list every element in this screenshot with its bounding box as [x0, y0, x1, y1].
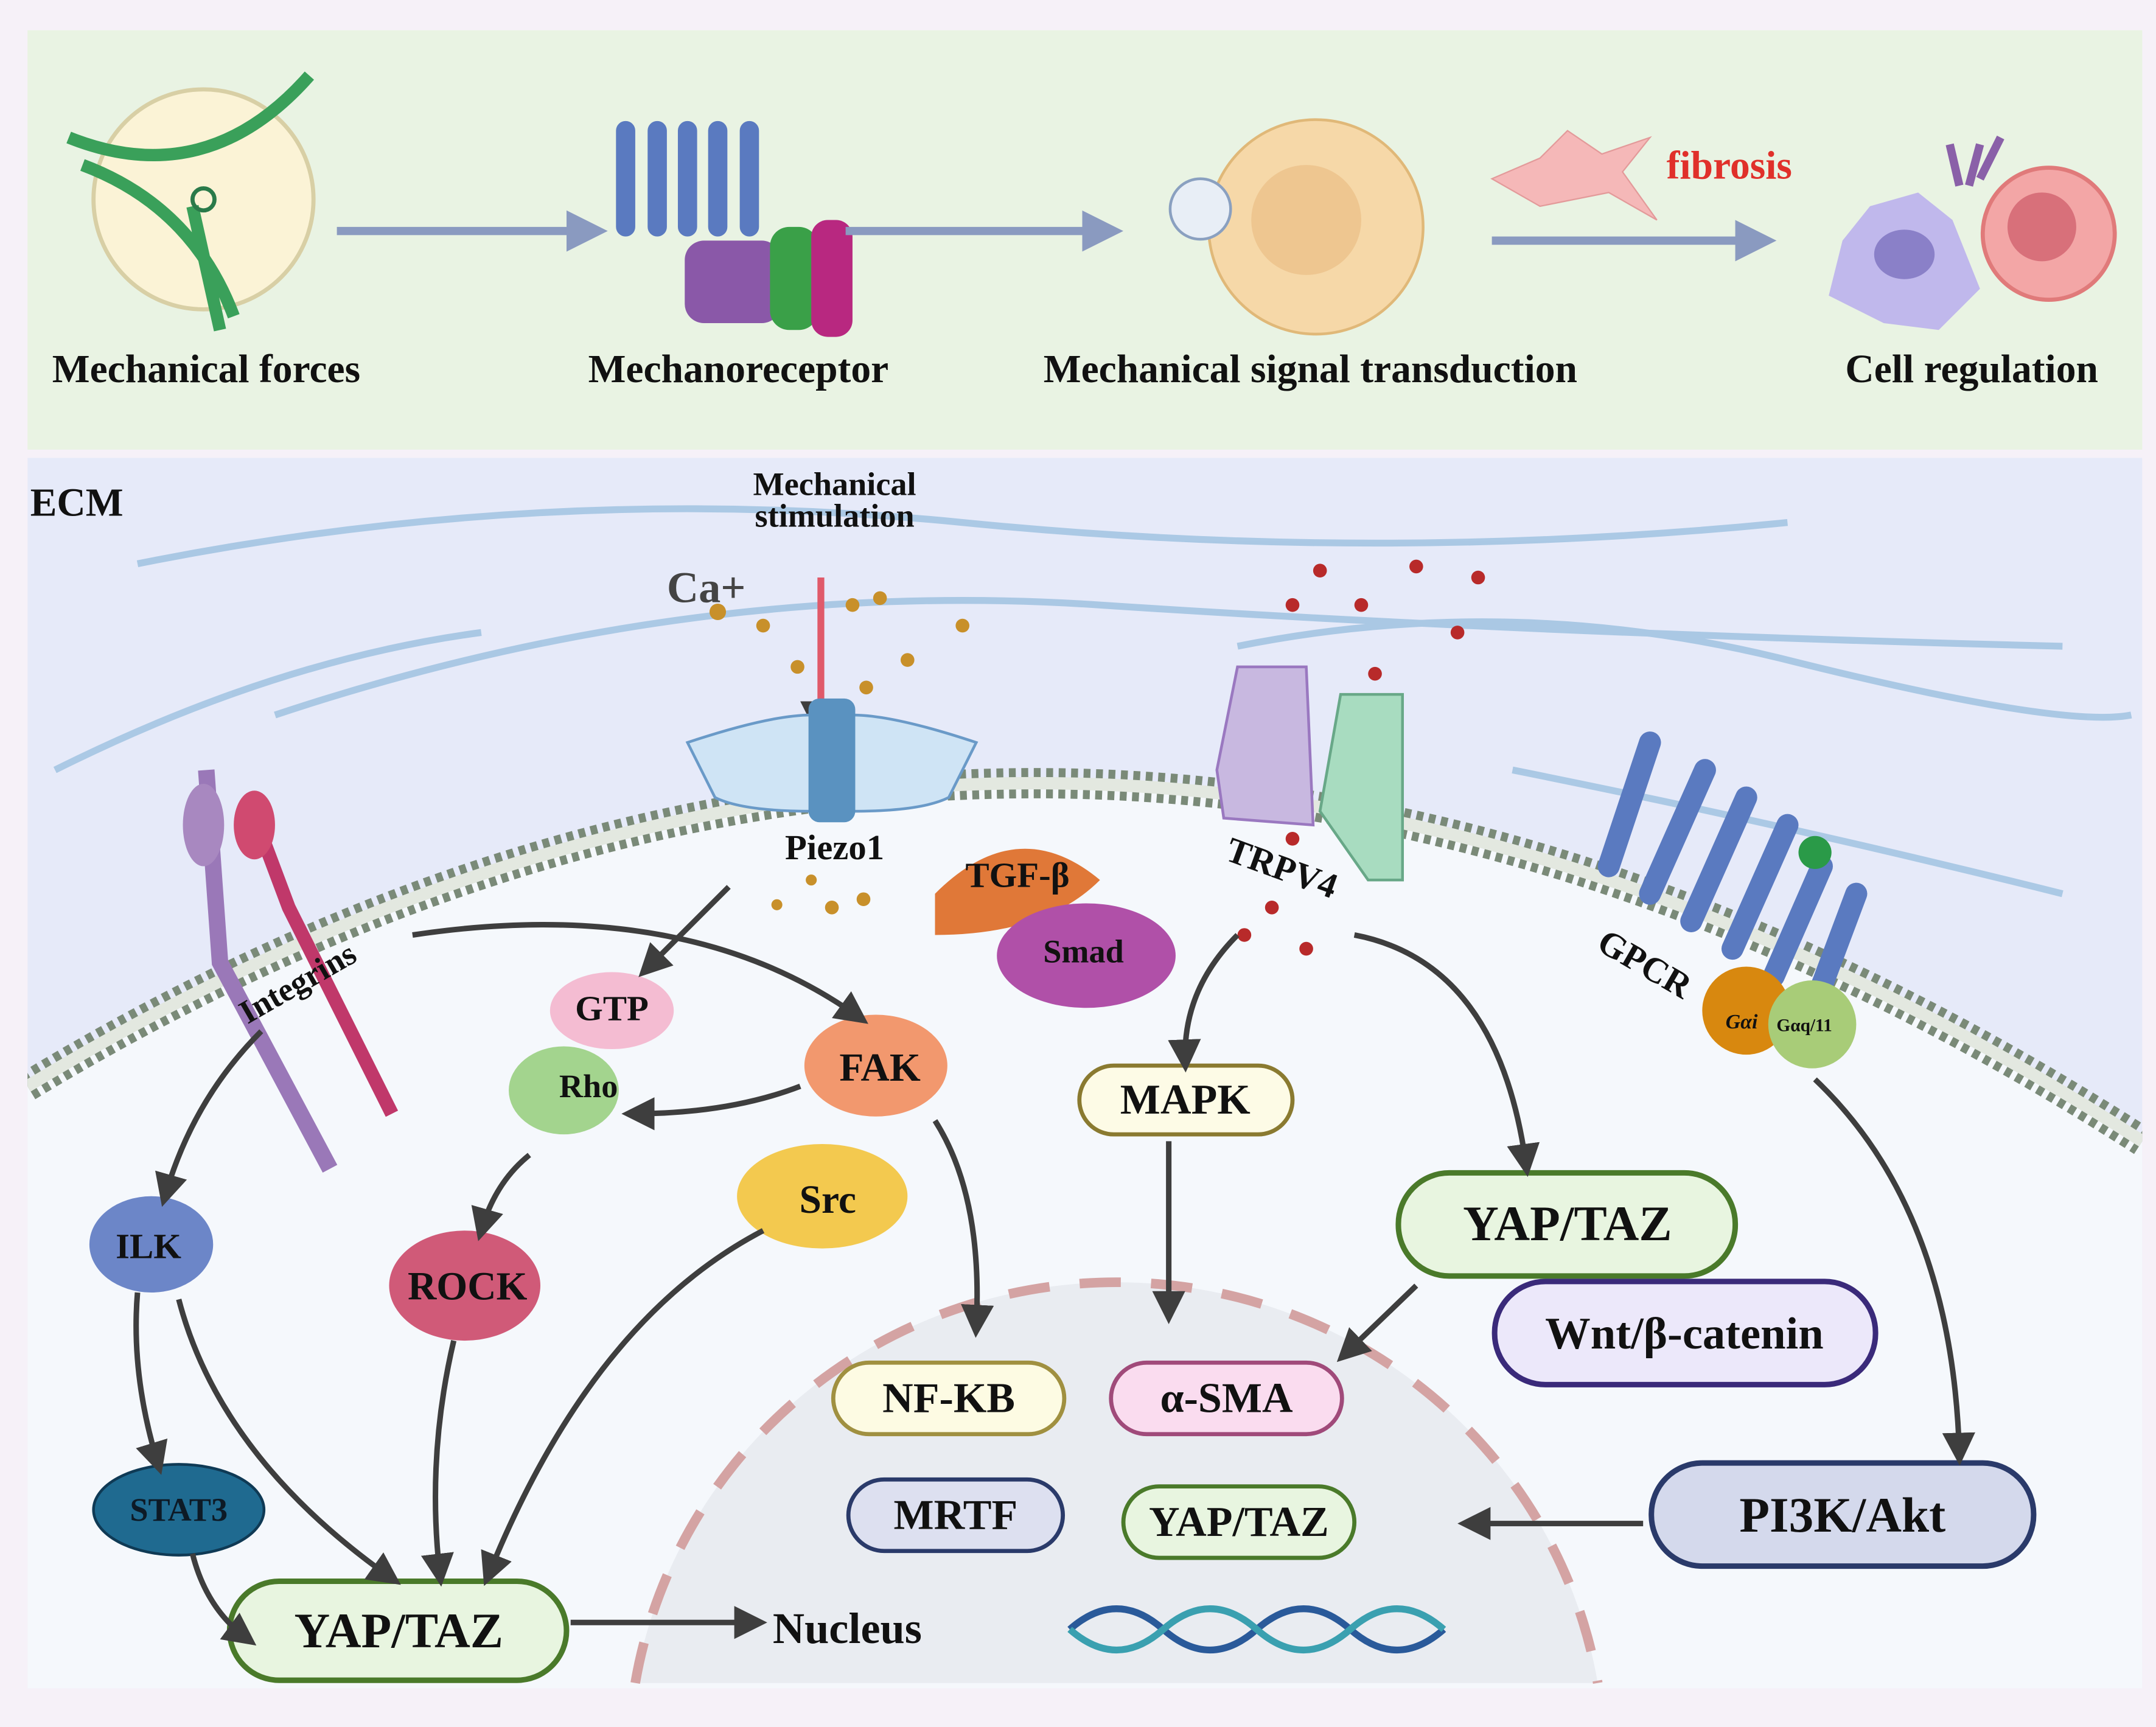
pi3k-akt-label: PI3K/Akt [1739, 1488, 1945, 1543]
gaq-protein [1768, 980, 1857, 1069]
step-label-signal-transduction: Mechanical signal transduction [1044, 347, 1577, 391]
pi3k-akt-node: PI3K/Akt [1648, 1460, 2037, 1569]
nfkb-node: NF-KB [831, 1360, 1067, 1437]
mrtf-node: MRTF [846, 1477, 1066, 1554]
rock-label: ROCK [408, 1265, 528, 1308]
yap-taz-left-label: YAP/TAZ [295, 1603, 503, 1658]
calcium-ions [709, 591, 969, 915]
fibrosis-label: fibrosis [1667, 144, 1792, 188]
gai-protein [1702, 966, 1790, 1055]
tgf-beta-protein [935, 848, 1100, 935]
dna-helix [1067, 1605, 1446, 1654]
stimulus-label: Mechanical [753, 466, 916, 502]
pathway-arrows [133, 885, 1975, 1646]
mrtf-label: MRTF [894, 1492, 1018, 1539]
ilk-protein [89, 1196, 214, 1293]
tgf-beta-label: TGF-β [965, 855, 1069, 895]
step-label-cell-regulation: Cell regulation [1845, 347, 2098, 391]
piezo1-label: Piezo1 [785, 828, 884, 867]
nucleus-label: Nucleus [773, 1604, 922, 1653]
integrin-receptor [183, 769, 399, 1173]
rock-protein [389, 1230, 541, 1341]
src-label: Src [800, 1178, 856, 1222]
step-label-mechanical-forces: Mechanical forces [52, 347, 360, 391]
gtp-protein [549, 972, 674, 1050]
yap-taz-nuclear-label: YAP/TAZ [1149, 1499, 1329, 1546]
nfkb-label: NF-KB [882, 1375, 1015, 1422]
mapk-node: MAPK [1077, 1063, 1295, 1137]
piezo1-channel [685, 698, 979, 823]
stat3-label: STAT3 [130, 1492, 228, 1528]
yap-taz-cytoplasm-right: YAP/TAZ [1395, 1170, 1739, 1279]
alpha-sma-node: α-SMA [1109, 1360, 1344, 1437]
trpv-ions [1237, 559, 1485, 956]
alpha-sma-label: α-SMA [1160, 1375, 1293, 1422]
calcium-label: Ca+ [667, 563, 746, 612]
rho-label: Rho [559, 1068, 618, 1104]
fak-label: FAK [839, 1046, 920, 1090]
immune-cells-illustration [1829, 135, 2117, 330]
rho-protein [509, 1046, 619, 1135]
nuclear-envelope [630, 1277, 1603, 1684]
ilk-label: ILK [116, 1226, 181, 1266]
ecm-label: ECM [30, 481, 124, 525]
src-protein [737, 1143, 908, 1249]
gpcr-ligand [1798, 836, 1832, 870]
fibroblast-illustration [1490, 130, 1658, 221]
cell-nucleus-illustration [1168, 118, 1425, 336]
signaling-panel: ECM Mechanical stimulation Ca+ Piezo1 TR… [27, 458, 2143, 1689]
mechanoreceptor-illustration [616, 120, 853, 337]
wnt-label: Wnt/β-catenin [1545, 1309, 1824, 1359]
mapk-label: MAPK [1120, 1076, 1251, 1123]
yap-taz-nuclear: YAP/TAZ [1121, 1484, 1357, 1560]
yap-taz-right-label: YAP/TAZ [1463, 1196, 1672, 1251]
gtp-label: GTP [575, 989, 649, 1028]
fak-protein [804, 1014, 947, 1117]
wnt-beta-catenin-node: Wnt/β-catenin [1491, 1279, 1879, 1387]
gaq-label: Gαq/11 [1776, 1016, 1832, 1036]
smad-protein [997, 903, 1176, 1008]
smad-label: Smad [1043, 933, 1124, 970]
stat3-protein [92, 1463, 266, 1557]
mechanical-forces-illustration [66, 71, 316, 332]
trpv4-channel [1215, 665, 1404, 882]
step-label-mechanoreceptor: Mechanoreceptor [588, 347, 889, 391]
ecm-fibers [53, 505, 2132, 898]
gai-label: Gαi [1726, 1011, 1758, 1033]
stimulus-label-2: stimulation [755, 497, 915, 534]
yap-taz-cytoplasm-left: YAP/TAZ [226, 1578, 570, 1683]
overview-panel: fibrosis Mechanical forces Mechanorecept… [27, 30, 2143, 450]
